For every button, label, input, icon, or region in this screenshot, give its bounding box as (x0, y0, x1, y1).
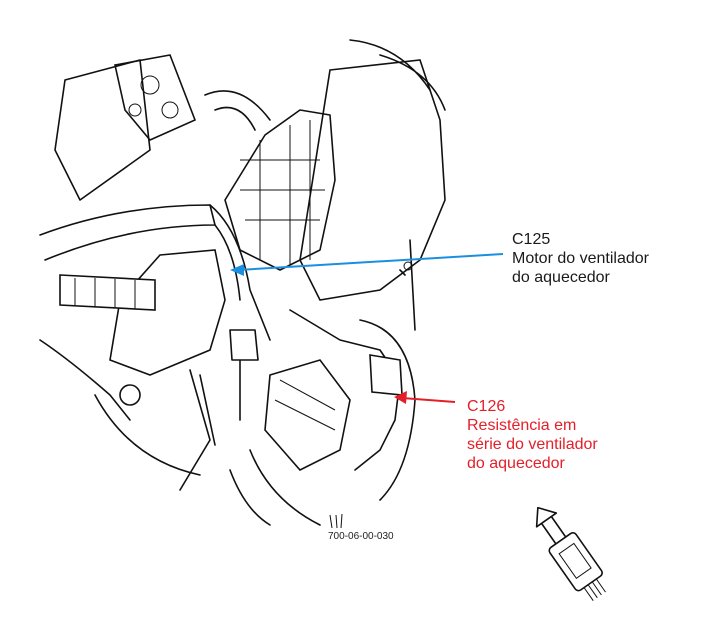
c126-description-line: do aquecedor (467, 455, 565, 472)
c126-description-line: série do ventilador (467, 436, 598, 453)
c126-callout: C126 Resistência em série do ventilador … (467, 397, 598, 473)
c126-leader-line (401, 397, 456, 403)
c125-leader-line (237, 253, 504, 271)
c126-arrowhead-icon (394, 391, 407, 404)
figure-code: 700-06-00-030 (328, 531, 394, 542)
c126-description-line: Resistência em (467, 417, 577, 434)
c125-description-line: Motor do ventilador (512, 250, 649, 267)
c125-id: C125 (512, 231, 551, 248)
c125-callout: C125 Motor do ventilador do aquecedor (512, 230, 649, 287)
connector-direction-icon (535, 506, 606, 602)
c125-description-line: do aquecedor (512, 269, 610, 286)
c125-arrowhead-icon (230, 264, 244, 276)
c126-id: C126 (467, 398, 506, 415)
